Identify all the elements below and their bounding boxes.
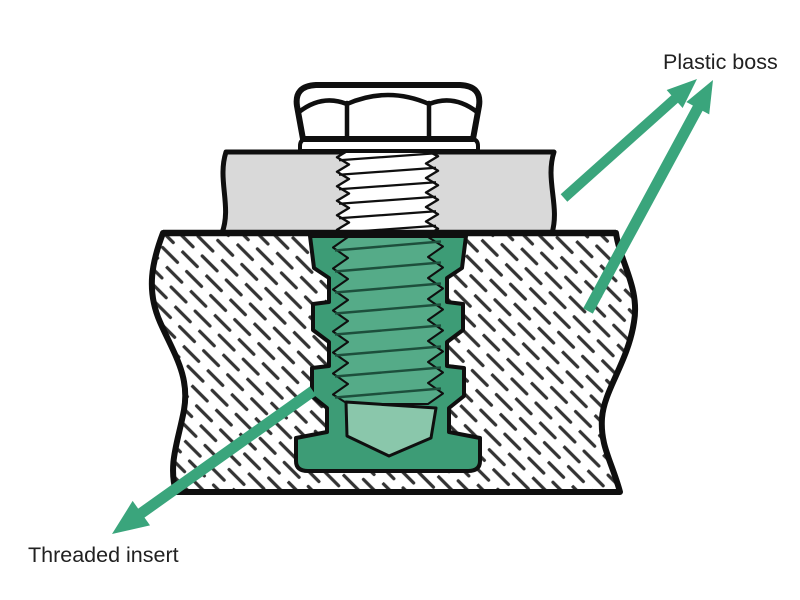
arrow-threaded-insert-shaft (136, 386, 317, 519)
hex-head-facet-lines (344, 100, 432, 142)
arrow-plastic-boss-2-head (686, 80, 713, 115)
hex-bolt-head (293, 82, 483, 142)
label-threaded-insert: Threaded insert (28, 543, 179, 567)
arrow-threaded-insert-head (112, 500, 151, 534)
bolt-shaft-thread-lines (338, 152, 437, 234)
hex-head-facet-arcs (296, 92, 480, 115)
insert-thread-lines (334, 240, 442, 399)
arrow-plastic-boss-2-shaft (583, 103, 704, 314)
arrow-plastic-boss-1-head (666, 79, 697, 108)
label-plastic-boss: Plastic boss (663, 50, 778, 74)
bolt-shaft-threads (335, 148, 440, 238)
insert-engaged-threads (332, 236, 444, 405)
arrow-plastic-boss-1-shaft (560, 93, 680, 202)
bolt-tip (344, 400, 438, 458)
